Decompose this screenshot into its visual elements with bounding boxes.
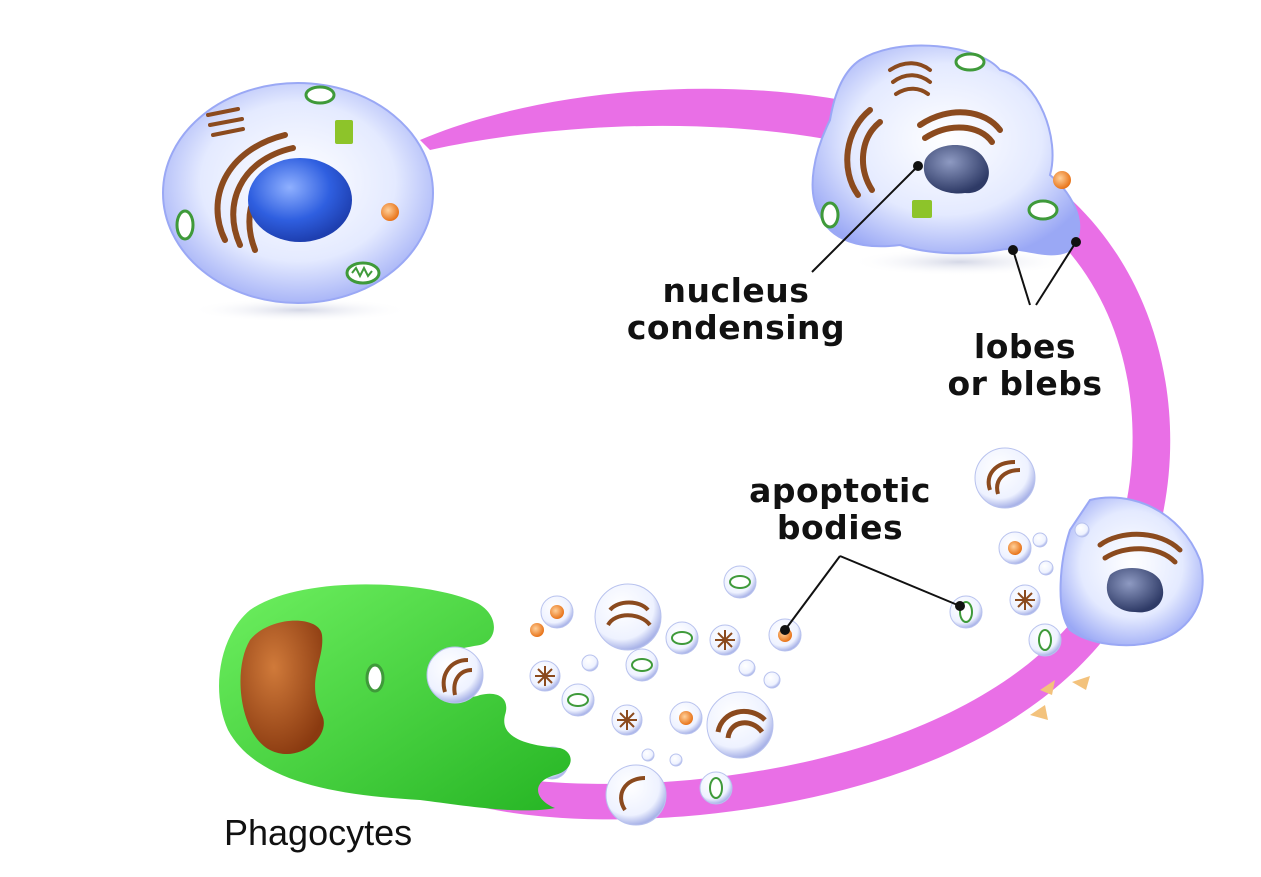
apoptotic-bodies-label: apoptotic bodies <box>730 472 950 546</box>
condensing-cell <box>813 46 1080 255</box>
healthy-cell <box>163 83 433 303</box>
blebbing-cell <box>1061 498 1203 646</box>
mitochondrion-icon <box>177 211 193 239</box>
nucleus-icon <box>248 158 352 242</box>
nucleus-condensing-label: nucleus condensing <box>616 272 856 346</box>
lobes-or-blebs-label: lobes or blebs <box>930 328 1120 402</box>
apoptotic-bodies-line-1: apoptotic <box>730 472 950 509</box>
nucleus-condensing-line-1: nucleus <box>616 272 856 309</box>
phagocytes-label: Phagocytes <box>224 812 412 854</box>
lobes-or-blebs-line-2: or blebs <box>930 365 1120 402</box>
mitochondrion-icon <box>306 87 334 103</box>
phagocyte <box>219 584 571 810</box>
vesicle-icon <box>381 203 399 221</box>
apoptotic-bodies-line-2: bodies <box>730 509 950 546</box>
lobes-or-blebs-line-1: lobes <box>930 328 1120 365</box>
centriole-icon <box>335 120 353 144</box>
mitochondrion-icon <box>347 263 379 283</box>
nucleus-condensing-line-2: condensing <box>616 309 856 346</box>
